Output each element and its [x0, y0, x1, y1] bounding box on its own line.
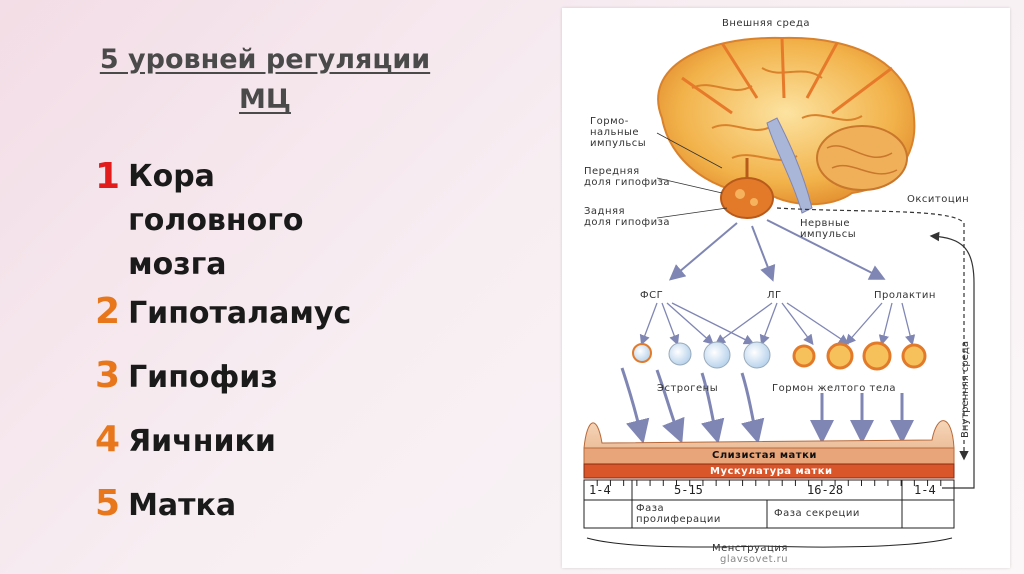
slide-title: 5 уровней регуляции МЦ [60, 40, 470, 120]
day-range-1: 1-4 [589, 483, 611, 497]
level-text: Гипоталамус [128, 296, 352, 331]
label-corpus-luteum-hormone: Гормон желтого тела [772, 383, 896, 394]
level-number: 4 [95, 419, 121, 460]
diagram-graphics [583, 36, 975, 548]
ovarian-follicles [632, 341, 927, 371]
label-hormonal-impulses: Гормо- нальные импульсы [590, 116, 647, 149]
label-internal-env: Внутренняя среда [960, 341, 971, 438]
level-number: 2 [95, 291, 121, 332]
label-menstruation: Менструация [712, 543, 788, 554]
label-prolactin: Пролактин [874, 290, 936, 301]
level-number: 1 [95, 156, 121, 197]
label-nerve-impulses: Нервные импульсы [800, 218, 857, 240]
watermark: glavsovet.ru [720, 554, 789, 565]
menstrual-cycle-diagram: Внешняя среда Гормо- нальные импульсы Пе… [562, 8, 1010, 568]
cycle-timeline [583, 479, 955, 548]
day-range-2: 5-15 [674, 483, 703, 497]
level-number: 3 [95, 355, 121, 396]
level-number: 5 [95, 483, 121, 524]
title-line-2: МЦ [239, 84, 291, 115]
label-estrogens: Эстрогены [657, 383, 719, 394]
uterus-layers [583, 420, 955, 479]
level-text: Яичники [128, 424, 276, 459]
label-endometrium: Слизистая матки [712, 450, 817, 461]
label-anterior-pituitary: Передняя доля гипофиза [584, 166, 671, 188]
level-text: Матка [128, 488, 237, 523]
label-external-env: Внешняя среда [722, 18, 810, 29]
level-text: Гипофиз [128, 360, 278, 395]
label-myometrium: Мускулатура матки [710, 466, 833, 477]
title-line-1: 5 уровней регуляции [99, 44, 431, 75]
label-secretion-phase: Фаза секреции [774, 508, 860, 519]
label-fsh: ФСГ [640, 290, 664, 301]
label-oxytocin: Окситоцин [907, 194, 970, 205]
day-range-4: 1-4 [914, 483, 936, 497]
label-proliferation-phase: Фаза пролиферации [636, 503, 721, 525]
day-range-3: 16-28 [807, 483, 844, 497]
label-posterior-pituitary: Задняя доля гипофиза [584, 206, 671, 228]
level-text: Кора головного мозга [128, 159, 304, 282]
label-lh: ЛГ [767, 290, 782, 301]
brain-illustration [657, 36, 916, 219]
